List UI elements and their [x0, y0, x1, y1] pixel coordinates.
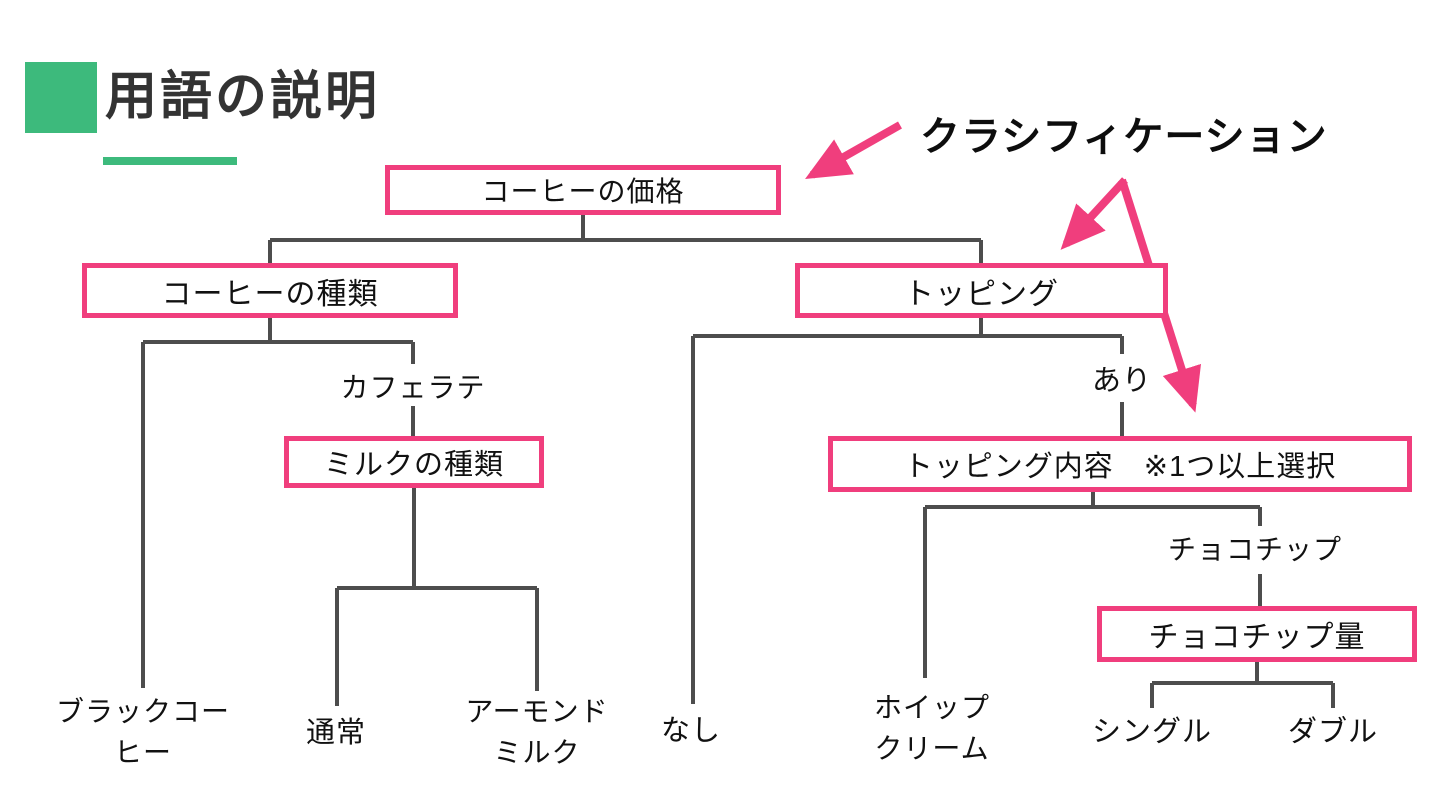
node-coffee-price: コーヒーの価格 [385, 165, 781, 215]
edge-topping-split [691, 318, 1124, 704]
annotation-arrow-to-topping [1060, 177, 1128, 250]
leaf-double: ダブル [1287, 716, 1379, 748]
edge-chocochip-amount-split [1150, 662, 1335, 708]
edge-coffee-type-split [141, 318, 415, 688]
leaf-nashi: なし [660, 715, 722, 747]
title-accent-square [25, 62, 97, 133]
title-underline [103, 157, 237, 165]
node-topping: トッピング [795, 263, 1168, 318]
node-chocochip-amount: チョコチップ量 [1097, 606, 1417, 662]
leaf-black-coffee: ブラックコーヒー [55, 696, 230, 768]
node-topping-content: トッピング内容 ※1つ以上選択 [828, 436, 1412, 492]
edge-milktype-split [335, 488, 539, 706]
edge-label-cafe-latte: カフェラテ [340, 372, 486, 403]
leaf-whipped-cream: ホイップクリーム [873, 692, 990, 764]
edge-toppingcontent-split [923, 492, 1262, 678]
edge-root-split [268, 215, 983, 263]
classification-label: クラシフィケーション [920, 115, 1328, 159]
leaf-single: シングル [1091, 716, 1213, 748]
leaf-normal: 通常 [305, 717, 367, 749]
node-milk-type: ミルクの種類 [284, 436, 544, 488]
edge-label-ari: あり [1091, 365, 1153, 397]
page-title: 用語の説明 [105, 68, 381, 126]
annotation-arrow-to-coffee-price [805, 121, 902, 179]
edge-label-chocochip: チョコチップ [1167, 534, 1343, 565]
node-coffee-type: コーヒーの種類 [82, 263, 458, 318]
leaf-almond-milk: アーモンドミルク [465, 696, 609, 768]
